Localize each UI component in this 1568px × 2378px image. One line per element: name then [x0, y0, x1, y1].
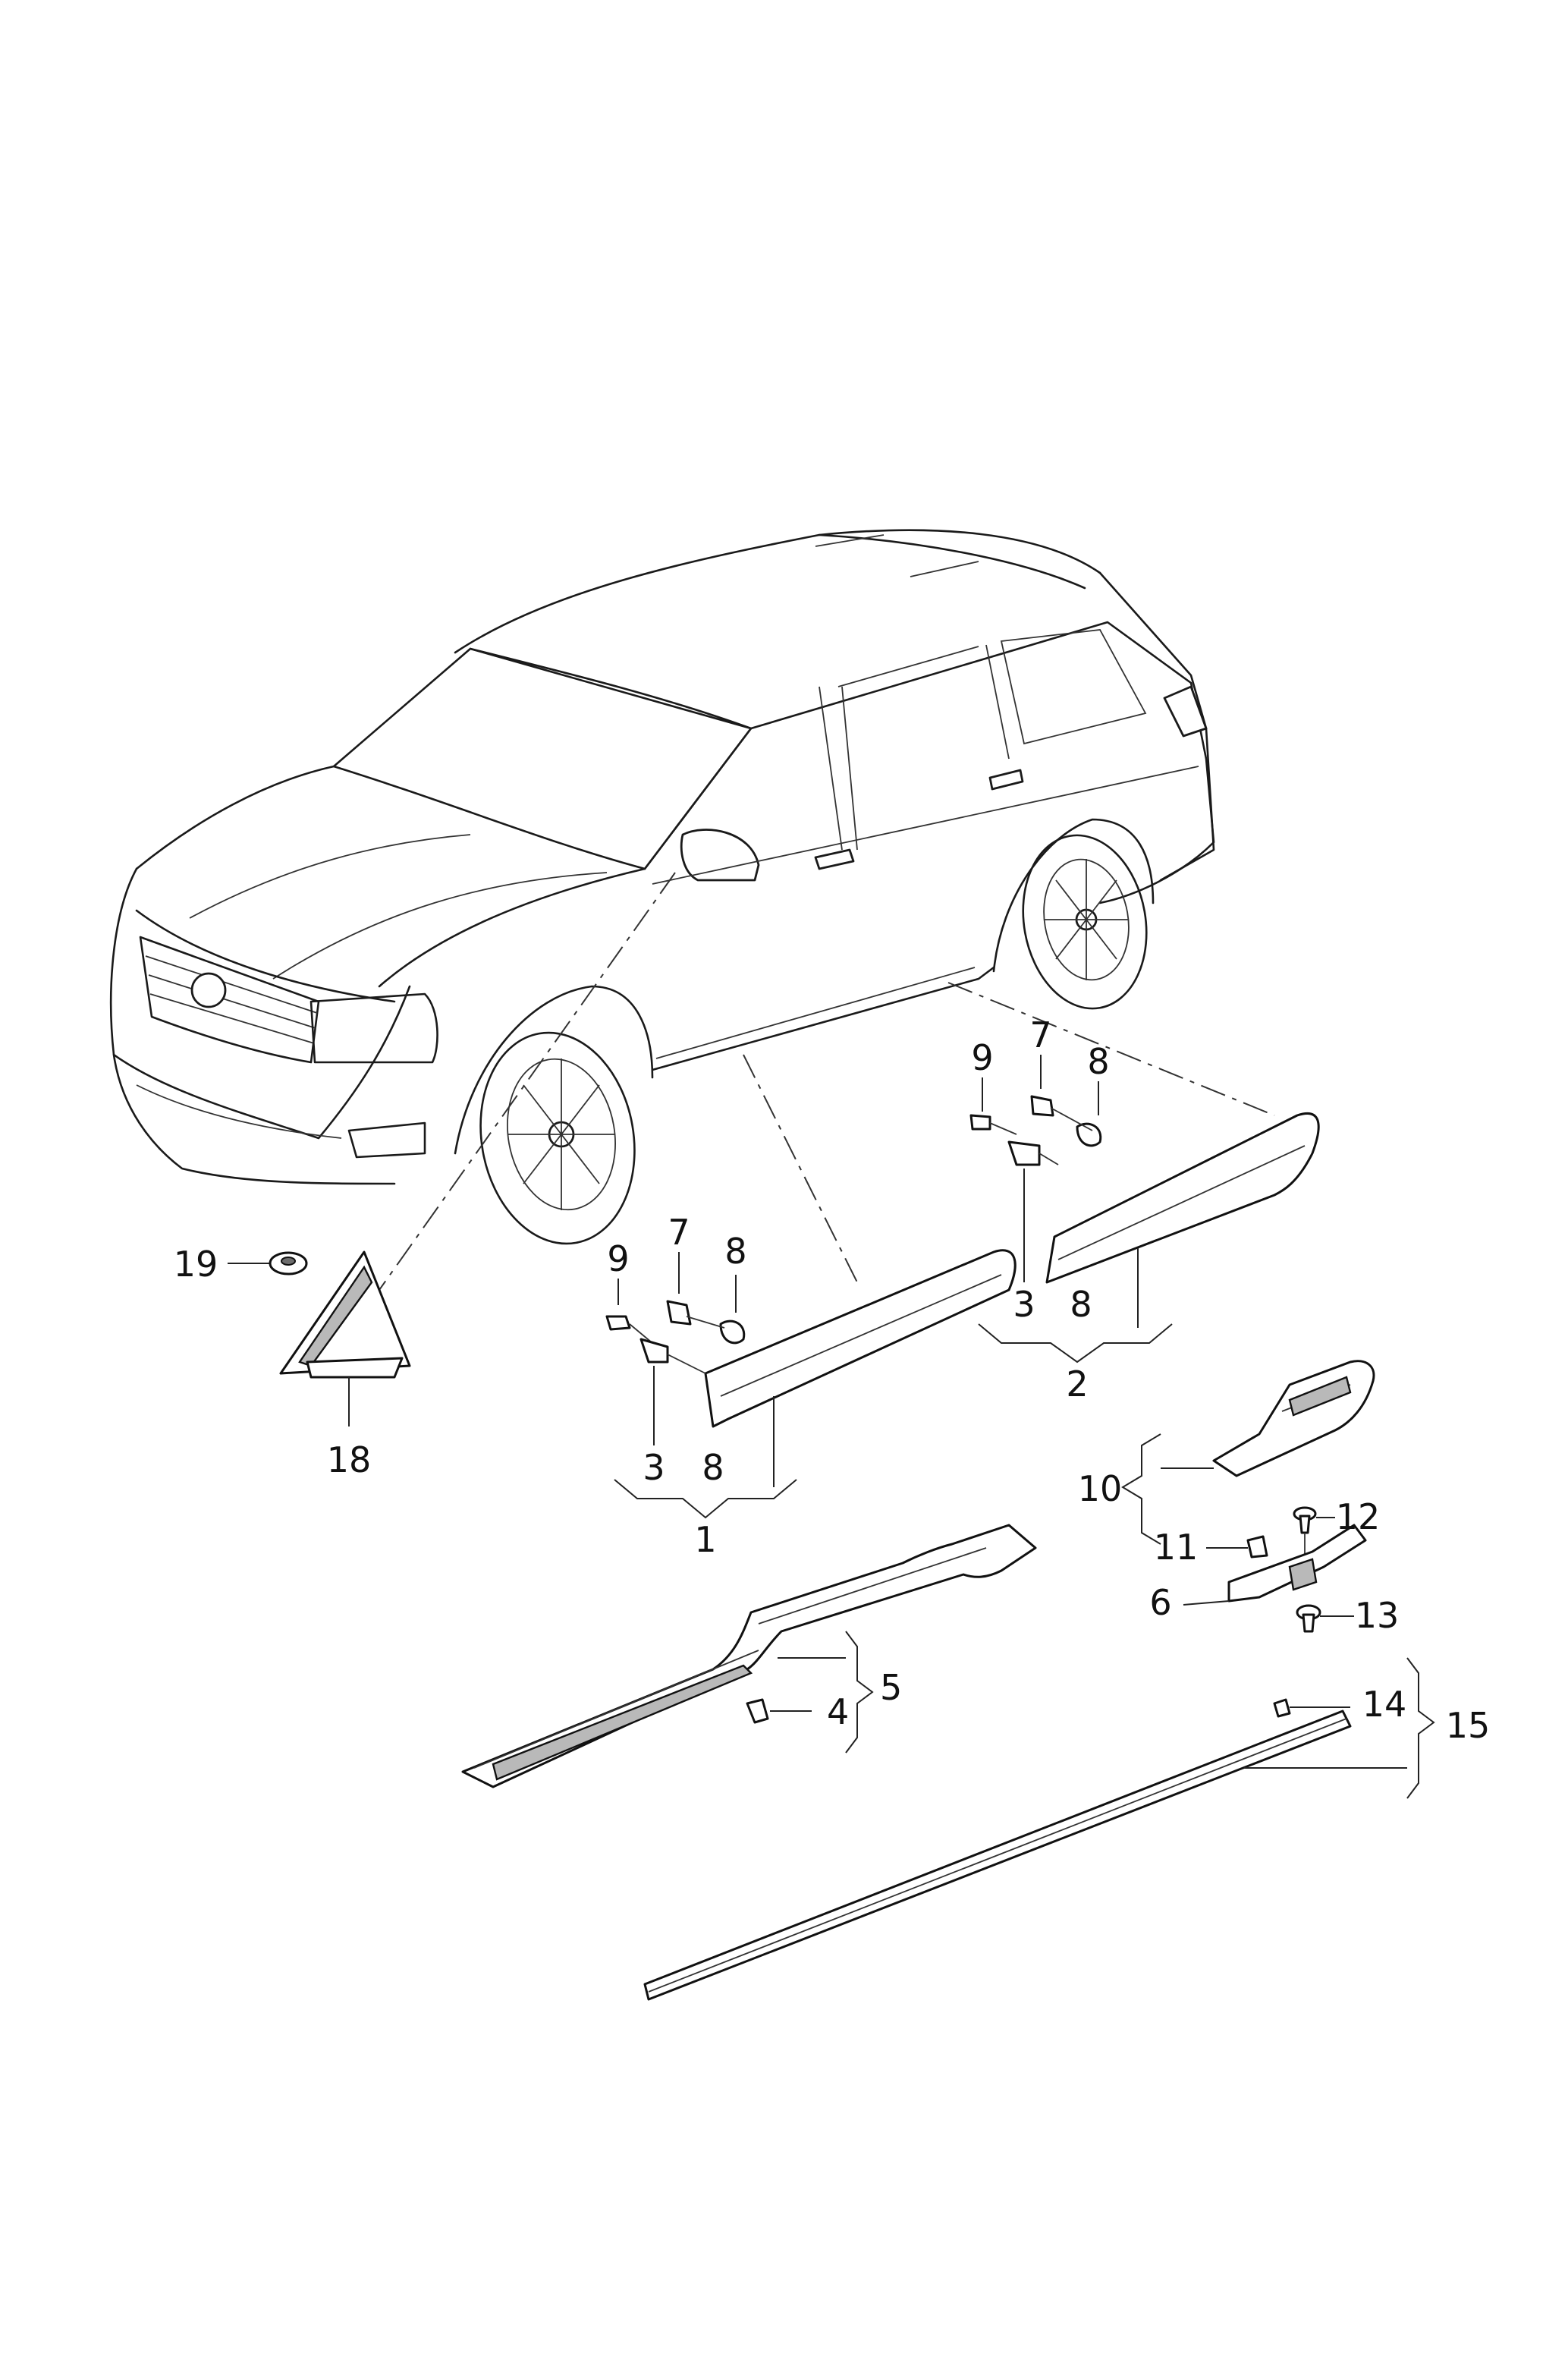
part-4-clip — [746, 1657, 846, 1724]
callout-9b: 9 — [971, 1037, 993, 1078]
part-18-triangle-trim — [279, 1250, 411, 1426]
leader-lines — [379, 872, 1275, 1291]
brace-part-10 — [1121, 1433, 1161, 1545]
callout-9a: 9 — [607, 1238, 629, 1279]
part-11-clip — [1206, 1535, 1268, 1559]
brace-part-1 — [614, 1479, 797, 1519]
part-6-guide — [1183, 1524, 1367, 1606]
callout-labels: 1 2 3 3 4 5 6 7 7 8 8 8 8 9 9 10 11 12 1… — [174, 1014, 1491, 1746]
brace-part-2 — [978, 1323, 1173, 1364]
callout-13: 13 — [1355, 1595, 1400, 1636]
callout-5: 5 — [880, 1667, 902, 1708]
part-10-bracket — [1161, 1360, 1375, 1477]
callout-6: 6 — [1149, 1582, 1171, 1623]
part-2-fasteners — [969, 1055, 1102, 1282]
callout-8a: 8 — [724, 1231, 746, 1272]
callout-12: 12 — [1336, 1496, 1381, 1537]
part-15-trim-strip — [643, 1710, 1407, 2001]
vehicle-illustration — [109, 529, 1215, 1245]
callout-8d: 8 — [1070, 1284, 1092, 1325]
part-1-fasteners — [605, 1252, 746, 1445]
callout-2: 2 — [1066, 1364, 1088, 1404]
callout-8c: 8 — [1087, 1041, 1109, 1082]
part-1-front-door-molding — [704, 1249, 1017, 1487]
callout-1: 1 — [694, 1519, 716, 1560]
callout-8b: 8 — [702, 1447, 724, 1488]
callout-18: 18 — [327, 1439, 372, 1480]
part-14-clip — [1273, 1698, 1350, 1718]
part-5-sill-panel — [461, 1524, 1037, 1788]
brace-part-15 — [1406, 1657, 1435, 1799]
part-12-screw — [1293, 1506, 1335, 1586]
part-13-screw — [1296, 1604, 1354, 1633]
brace-part-5 — [845, 1631, 874, 1754]
callout-7a: 7 — [668, 1212, 690, 1253]
callout-15: 15 — [1446, 1705, 1491, 1746]
callout-10: 10 — [1078, 1468, 1123, 1509]
callout-11: 11 — [1154, 1527, 1199, 1568]
callout-3a: 3 — [643, 1447, 665, 1488]
part-19-clip — [228, 1251, 308, 1276]
callout-4: 4 — [827, 1691, 849, 1732]
callout-14: 14 — [1362, 1684, 1407, 1725]
part-2-rear-door-molding — [1045, 1112, 1320, 1328]
callout-19: 19 — [174, 1244, 218, 1285]
callout-7b: 7 — [1029, 1014, 1051, 1055]
callout-3b: 3 — [1013, 1284, 1035, 1325]
